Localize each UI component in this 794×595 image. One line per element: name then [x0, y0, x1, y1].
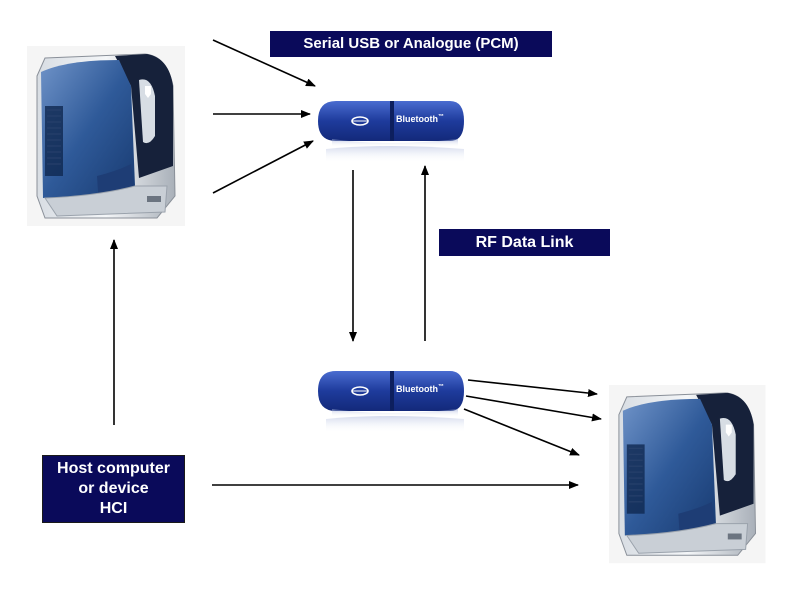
host-label-line-3: HCI	[99, 500, 128, 517]
dongle-top-brand-text: Bluetooth	[396, 114, 438, 124]
arrow-5	[465, 395, 602, 422]
arrows-pc-to-dongle	[212, 39, 316, 194]
rf-link-arrows	[349, 165, 429, 342]
host-label: Host computer or device HCI	[42, 455, 185, 523]
bluetooth-dongle-bottom	[317, 370, 465, 434]
arrow-1	[212, 39, 316, 87]
dongle-bottom-tm: ™	[438, 384, 444, 390]
arrow-3	[212, 140, 314, 194]
arrow-4	[467, 379, 598, 398]
host-label-line-1: Host computer	[57, 460, 170, 477]
bluetooth-dongle-top	[317, 100, 465, 164]
dongle-top-tm: ™	[438, 114, 444, 120]
arrow-6	[463, 408, 580, 456]
usb-link-label: Serial USB or Analogue (PCM)	[270, 31, 552, 57]
rf-link-label: RF Data Link	[439, 229, 610, 256]
host-label-line-2: or device	[78, 480, 149, 497]
computer-top-left	[26, 45, 186, 227]
dongle-bottom-brand-text: Bluetooth	[396, 384, 438, 394]
dongle-top-brand: Bluetooth™	[396, 114, 444, 124]
computer-bottom-right	[608, 384, 767, 564]
arrows-dongle-to-pc	[463, 379, 602, 456]
dongle-bottom-brand: Bluetooth™	[396, 384, 444, 394]
